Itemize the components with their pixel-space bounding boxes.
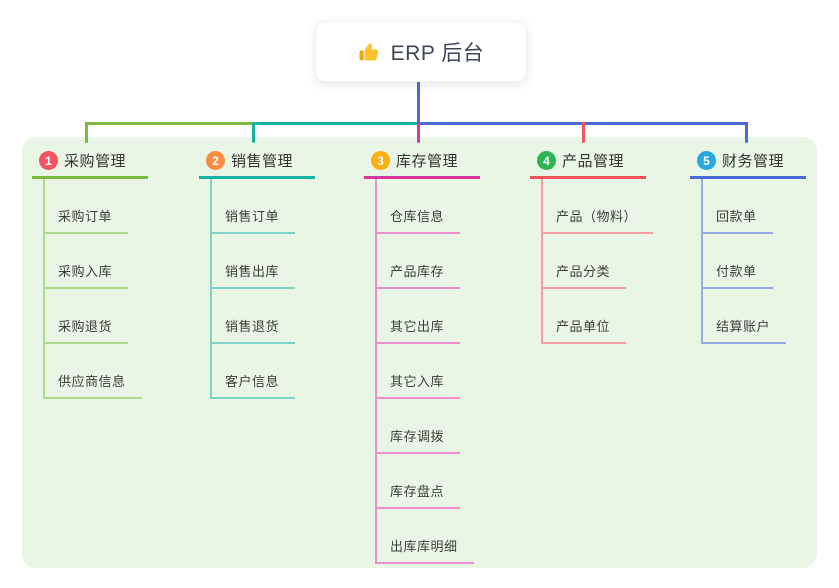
- branch-label: 采购管理: [64, 153, 127, 170]
- branch-item: 客户信息: [212, 344, 315, 399]
- mindmap-panel: [22, 137, 817, 568]
- mindmap-node-label[interactable]: 仓库信息: [377, 206, 461, 234]
- branch-number-badge: 2: [206, 151, 225, 170]
- branch-label: 库存管理: [396, 153, 459, 170]
- branch-header[interactable]: 4 产品管理: [530, 148, 646, 179]
- mindmap-node-label[interactable]: 供应商信息: [45, 371, 142, 399]
- branch-item: 采购退货: [45, 289, 148, 344]
- branch-drop-line: [417, 122, 420, 143]
- branch-number-badge: 5: [697, 151, 716, 170]
- branch-3: 3 库存管理仓库信息产品库存其它出库其它入库库存调拨库存盘点出库库明细: [364, 148, 480, 564]
- mindmap-node-label[interactable]: 采购退货: [45, 316, 129, 344]
- branch-item: 库存盘点: [377, 454, 480, 509]
- mindmap-node-label[interactable]: 其它入库: [377, 371, 461, 399]
- branch-header[interactable]: 5 财务管理: [690, 148, 806, 179]
- mindmap-node-label[interactable]: 采购入库: [45, 261, 129, 289]
- branch-2: 2 销售管理销售订单销售出库销售退货客户信息: [199, 148, 315, 399]
- branch-item: 采购订单: [45, 179, 148, 234]
- branch-label: 产品管理: [562, 153, 625, 170]
- branch-items: 仓库信息产品库存其它出库其它入库库存调拨库存盘点出库库明细: [375, 179, 480, 564]
- mindmap-node-label[interactable]: 出库库明细: [377, 536, 474, 564]
- branch-drop-line: [745, 122, 748, 143]
- root-stem-line: [417, 80, 420, 122]
- branch-item: 仓库信息: [377, 179, 480, 234]
- branch-item: 销售退货: [212, 289, 315, 344]
- branch-items: 产品（物料） 产品分类产品单位: [541, 179, 654, 344]
- branch-item: 产品库存: [377, 234, 480, 289]
- mindmap-node-label[interactable]: 产品分类: [543, 261, 627, 289]
- branch-drop-line: [582, 122, 585, 143]
- branch-number-badge: 3: [371, 151, 390, 170]
- mindmap-node-label[interactable]: 采购订单: [45, 206, 129, 234]
- mindmap-node-label[interactable]: 库存盘点: [377, 481, 461, 509]
- mindmap-node-label[interactable]: 其它出库: [377, 316, 461, 344]
- branch-item: 采购入库: [45, 234, 148, 289]
- mindmap-node-label[interactable]: 销售订单: [212, 206, 296, 234]
- mindmap-node-label[interactable]: 产品单位: [543, 316, 627, 344]
- thumbs-up-icon: [358, 40, 382, 64]
- mindmap-node-label[interactable]: 产品库存: [377, 261, 461, 289]
- branch-drop-line: [85, 122, 88, 143]
- branch-item: 销售出库: [212, 234, 315, 289]
- branch-items: 回款单付款单结算账户: [701, 179, 806, 344]
- branch-items: 采购订单采购入库采购退货供应商信息: [43, 179, 148, 399]
- mindmap-node-label[interactable]: 付款单: [703, 261, 773, 289]
- branch-items: 销售订单销售出库销售退货客户信息: [210, 179, 315, 399]
- mindmap-node-label[interactable]: 库存调拨: [377, 426, 461, 454]
- branch-item: 产品（物料）: [543, 179, 654, 234]
- mindmap-node-label[interactable]: 产品（物料）: [543, 206, 654, 234]
- branch-label: 财务管理: [722, 153, 785, 170]
- branch-number-badge: 4: [537, 151, 556, 170]
- root-node-title: ERP 后台: [390, 41, 485, 65]
- branch-item: 结算账户: [703, 289, 806, 344]
- branch-header[interactable]: 2 销售管理: [199, 148, 315, 179]
- branch-item: 其它入库: [377, 344, 480, 399]
- branch-header[interactable]: 1 采购管理: [32, 148, 148, 179]
- branch-item: 库存调拨: [377, 399, 480, 454]
- branch-1: 1 采购管理采购订单采购入库采购退货供应商信息: [32, 148, 148, 399]
- mindmap-node-label[interactable]: 销售退货: [212, 316, 296, 344]
- branch-drop-line: [252, 122, 255, 143]
- bus-segment-middle: [252, 122, 418, 125]
- branch-item: 供应商信息: [45, 344, 148, 399]
- branch-number-badge: 1: [39, 151, 58, 170]
- branch-header[interactable]: 3 库存管理: [364, 148, 480, 179]
- mindmap-node-label[interactable]: 结算账户: [703, 316, 787, 344]
- branch-item: 付款单: [703, 234, 806, 289]
- branch-item: 产品分类: [543, 234, 653, 289]
- bus-segment-left: [85, 122, 252, 125]
- root-node[interactable]: ERP 后台: [315, 21, 527, 82]
- branch-item: 回款单: [703, 179, 806, 234]
- branch-item: 出库库明细: [377, 509, 480, 564]
- mindmap-node-label[interactable]: 回款单: [703, 206, 773, 234]
- mindmap-node-label[interactable]: 客户信息: [212, 371, 296, 399]
- branch-item: 销售订单: [212, 179, 315, 234]
- mindmap-node-label[interactable]: 销售出库: [212, 261, 296, 289]
- branch-5: 5 财务管理回款单付款单结算账户: [690, 148, 806, 344]
- branch-4: 4 产品管理产品（物料） 产品分类产品单位: [530, 148, 654, 344]
- branch-label: 销售管理: [231, 153, 294, 170]
- branch-item: 其它出库: [377, 289, 480, 344]
- branch-item: 产品单位: [543, 289, 653, 344]
